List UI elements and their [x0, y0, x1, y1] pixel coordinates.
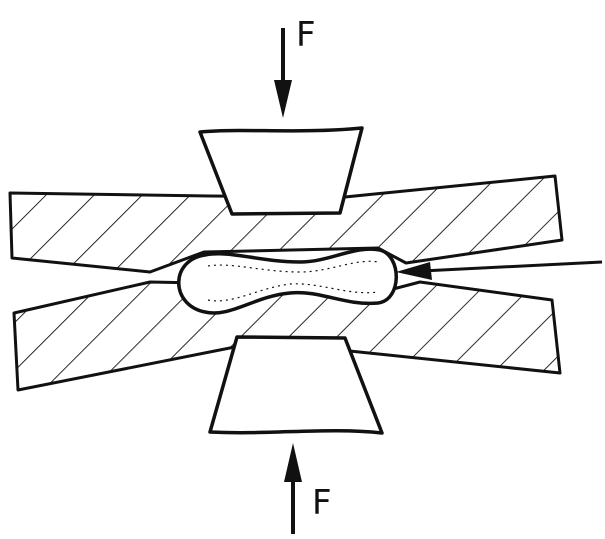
weld-nugget-texture [207, 260, 379, 302]
weld-nugget [177, 247, 398, 315]
force-arrow-bottom-head [284, 443, 302, 482]
upper-electrode [198, 126, 364, 216]
force-arrow-top-head [274, 80, 292, 118]
lower-electrode [208, 335, 384, 435]
pointer-head [396, 262, 432, 280]
force-label-bottom: F [312, 483, 332, 523]
force-label-top: F [296, 15, 316, 55]
pointer-line [401, 260, 603, 274]
